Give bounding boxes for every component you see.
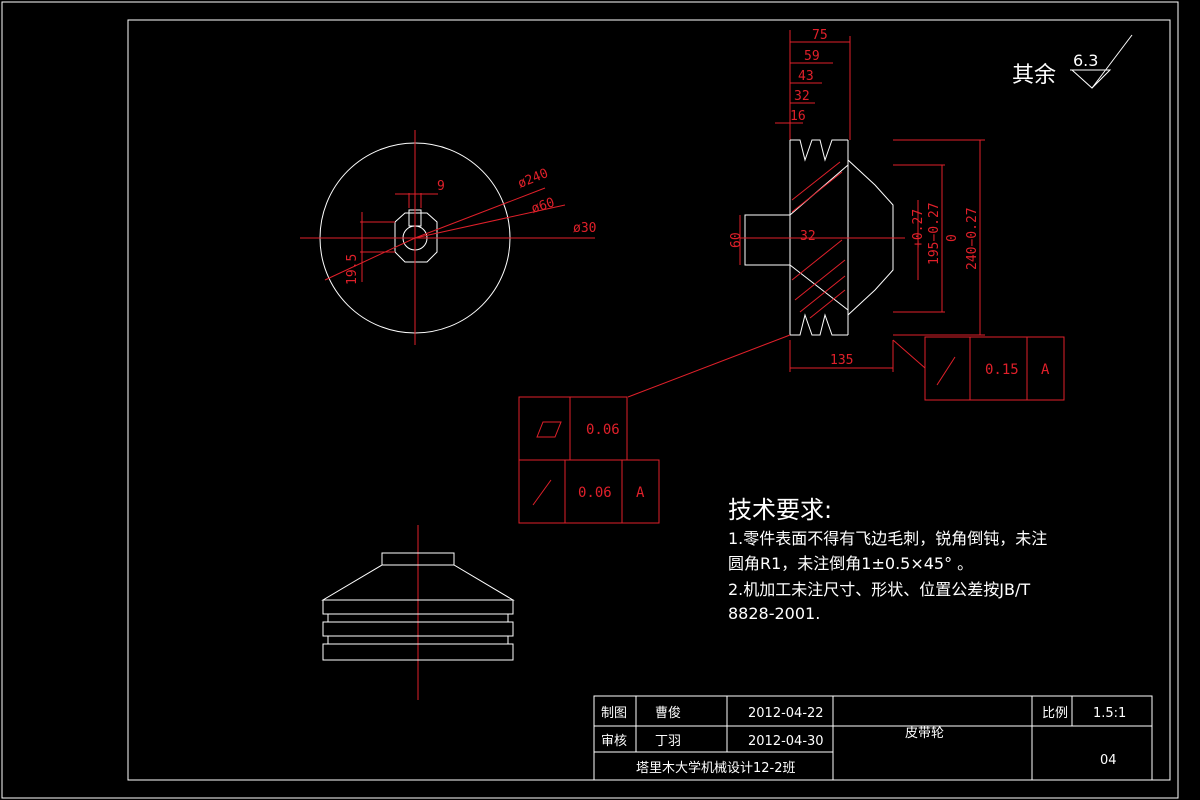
sheet-outer-border	[1, 1, 1179, 799]
part-name: 皮带轮	[905, 726, 944, 741]
dim-75: 75	[812, 28, 828, 43]
front-view: 9 ø240 ø60 ø30 19.5	[300, 130, 596, 345]
flatness-value: 0.06	[586, 422, 620, 438]
runout-right-datum: A	[1041, 362, 1050, 378]
dim-32: 32	[794, 89, 810, 104]
section-hatching	[791, 161, 846, 319]
runout-right-value: 0.15	[985, 362, 1019, 378]
school-name: 塔里木大学机械设计12-2班	[636, 760, 796, 776]
review-name: 丁羽	[655, 734, 681, 749]
scale-value: 1.5:1	[1093, 706, 1126, 721]
roughness-symbol	[1070, 69, 1112, 89]
tech-line-4: 8828-2001.	[728, 604, 820, 623]
dim-59: 59	[804, 49, 820, 64]
tech-line-3: 2.机加工未注尺寸、形状、位置公差按JB/T	[728, 580, 1030, 599]
hub-outline	[394, 212, 438, 263]
dim-43: 43	[798, 69, 814, 84]
roughness-label: 其余	[1012, 63, 1056, 88]
tol-upper-dim: +0.27	[911, 209, 926, 248]
surface-roughness-note: 其余 6.3	[1012, 34, 1133, 89]
flatness-icon	[536, 421, 562, 438]
roughness-value: 6.3	[1073, 51, 1098, 70]
tol-195-dim: 195−0.27	[927, 202, 942, 265]
tol-zero-dim: 0	[945, 234, 960, 242]
runout-left-datum: A	[636, 485, 645, 501]
runout-left-arrow-icon	[532, 479, 552, 506]
drawn-name: 曹俊	[655, 706, 681, 721]
dim-135: 135	[830, 353, 853, 368]
drawn-date: 2012-04-22	[748, 706, 824, 721]
key-depth-dim: 19.5	[345, 254, 360, 285]
drawing-number: 04	[1100, 753, 1117, 768]
runout-frame-right: 0.15 A	[892, 336, 1065, 401]
side-view	[321, 525, 515, 700]
dim-32-inner: 32	[800, 229, 816, 244]
tol-240-dim: 240−0.27	[965, 207, 980, 270]
tech-title: 技术要求:	[728, 496, 832, 524]
title-block: 制图 曹俊 2012-04-22 审核 丁羽 2012-04-30 皮带轮 比例…	[593, 695, 1153, 781]
technical-requirements: 技术要求: 1.零件表面不得有飞边毛刺，锐角倒钝，未注 圆角R1，未注倒角1±0…	[728, 496, 1047, 623]
keyway-width-dim: 9	[437, 179, 445, 194]
drawn-label: 制图	[601, 706, 627, 721]
scale-label: 比例	[1042, 706, 1068, 721]
runout-left-value: 0.06	[578, 485, 612, 501]
tech-line-2: 圆角R1，未注倒角1±0.5×45° 。	[728, 554, 973, 573]
tolerance-frames-left: 0.06 0.06 A	[518, 334, 791, 524]
section-view: 75 59 43 32 16 32 60	[729, 28, 985, 372]
bore-diameter-dim: ø30	[573, 221, 596, 236]
runout-arrow-icon	[936, 356, 956, 386]
dim-60: 60	[729, 232, 744, 248]
outer-diameter-dim: ø240	[516, 166, 551, 192]
review-label: 审核	[601, 734, 627, 749]
hub-diameter-dim: ø60	[530, 195, 557, 217]
dim-16: 16	[790, 109, 806, 124]
review-date: 2012-04-30	[748, 734, 824, 749]
tech-line-1: 1.零件表面不得有飞边毛刺，锐角倒钝，未注	[728, 529, 1047, 548]
